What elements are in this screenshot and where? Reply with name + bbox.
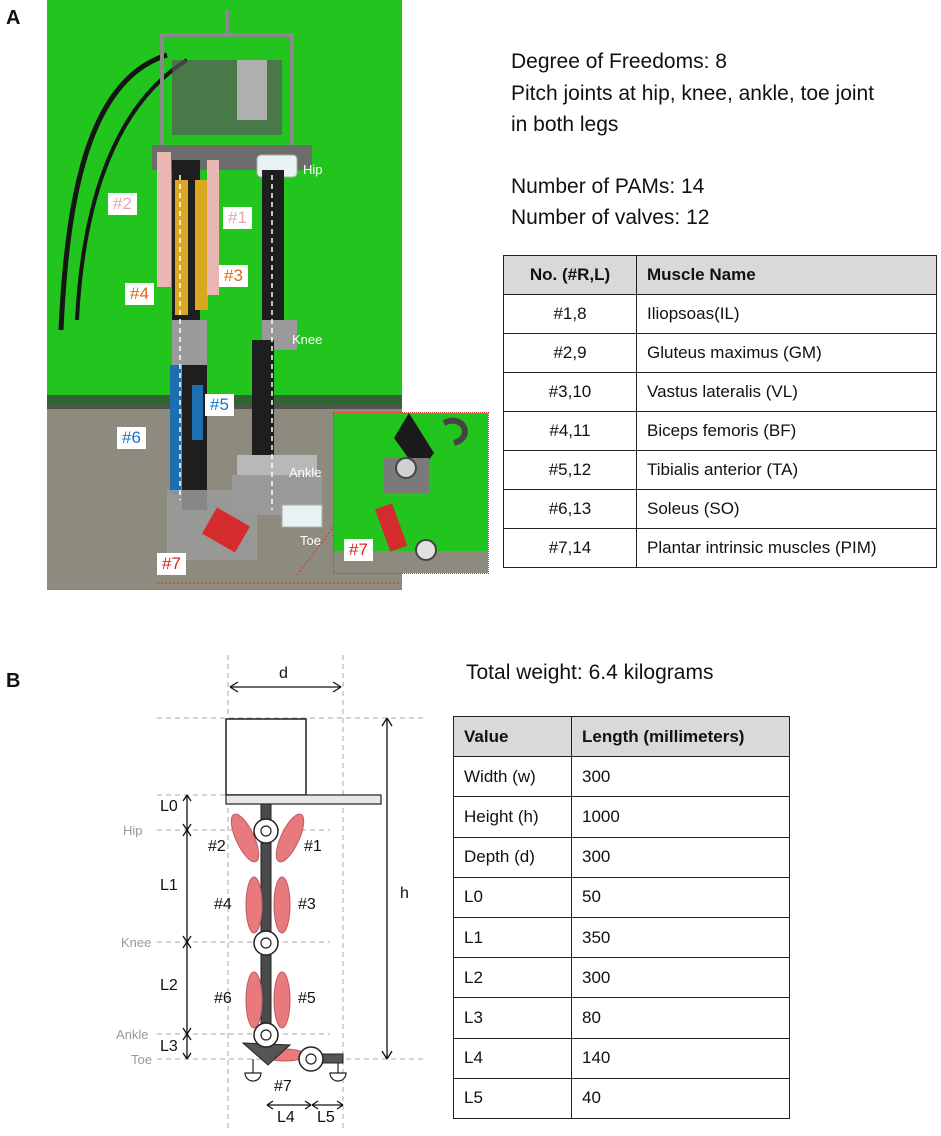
cell-value: Depth (d)	[453, 836, 572, 878]
photo-label-m6: #6	[117, 427, 146, 449]
muscle-label-m5: #5	[298, 990, 316, 1007]
joint-label-hip: Hip	[123, 823, 143, 838]
cell-number: #2,9	[503, 333, 637, 373]
leg-schematic-drawing	[157, 655, 425, 1131]
cell-length: 80	[571, 997, 790, 1039]
cell-muscle: Biceps femoris (BF)	[636, 411, 937, 451]
cell-muscle: Iliopsoas(IL)	[636, 294, 937, 334]
cell-muscle: Soleus (SO)	[636, 489, 937, 529]
cell-value: L3	[453, 997, 572, 1039]
cell-muscle: Vastus lateralis (VL)	[636, 372, 937, 412]
cell-number: #7,14	[503, 528, 637, 568]
cell-length: 40	[571, 1077, 790, 1119]
cell-number: #1,8	[503, 294, 637, 334]
table-header-row: Value Length (millimeters)	[453, 715, 790, 758]
table-row: Height (h)1000	[453, 796, 790, 838]
cell-length: 300	[571, 957, 790, 999]
panel-label-b: B	[6, 670, 21, 692]
muscle-label-m1: #1	[304, 838, 322, 855]
joint-label-ankle: Ankle	[116, 1027, 149, 1042]
photo-label-m5: #5	[205, 394, 234, 416]
photo-label-m7: #7	[157, 553, 186, 575]
cell-muscle: Tibialis anterior (TA)	[636, 450, 937, 490]
total-weight: Total weight: 6.4 kilograms	[466, 661, 714, 684]
cell-value: L0	[453, 876, 572, 918]
cell-length: 300	[571, 756, 790, 798]
header-value: Value	[453, 715, 572, 758]
dim-label-l2: L2	[160, 977, 178, 994]
photo-label-ankle: Ankle	[289, 465, 322, 480]
cell-number: #3,10	[503, 372, 637, 412]
dim-label-l4: L4	[277, 1109, 295, 1126]
photo-label-knee: Knee	[292, 332, 323, 347]
cell-value: L4	[453, 1037, 572, 1079]
spec-pitch-line1: Pitch joints at hip, knee, ankle, toe jo…	[511, 82, 875, 105]
cell-length: 350	[571, 916, 790, 959]
cell-length: 140	[571, 1037, 790, 1079]
photo-label-m2: #2	[108, 193, 137, 215]
spec-pams: Number of PAMs: 14	[511, 175, 705, 198]
muscle-label-m6: #6	[214, 990, 232, 1007]
photo-label-toe: Toe	[300, 533, 321, 548]
inset-photo: #7	[333, 412, 489, 574]
muscle-label-m7: #7	[274, 1078, 292, 1095]
dim-label-l5: L5	[317, 1109, 335, 1126]
cell-muscle: Gluteus maximus (GM)	[636, 333, 937, 373]
cell-length: 300	[571, 836, 790, 878]
photo-label-m3: #3	[219, 265, 248, 287]
joint-label-knee: Knee	[121, 935, 152, 950]
leg-schematic: d h L0 L1 L2 L3 L4 L5 Hip Knee Ankle Toe…	[95, 655, 455, 1131]
dimension-table: Value Length (millimeters) Width (w)300 …	[453, 715, 790, 1119]
dim-label-l0: L0	[160, 798, 178, 815]
cell-muscle: Plantar intrinsic muscles (PIM)	[636, 528, 937, 568]
spec-valves: Number of valves: 12	[511, 206, 710, 229]
header-number: No. (#R,L)	[503, 255, 637, 295]
cell-value: L2	[453, 957, 572, 999]
cell-length: 1000	[571, 796, 790, 838]
cell-length: 50	[571, 876, 790, 918]
inset-photo-illustration	[334, 413, 488, 573]
dim-label-l3: L3	[160, 1038, 178, 1055]
muscle-label-m3: #3	[298, 896, 316, 913]
photo-label-hip: Hip	[303, 162, 323, 177]
joint-label-toe: Toe	[131, 1052, 152, 1067]
cell-value: L1	[453, 916, 572, 959]
cell-value: Width (w)	[453, 756, 572, 798]
photo-label-m1: #1	[223, 207, 252, 229]
cell-number: #6,13	[503, 489, 637, 529]
spec-dof: Degree of Freedoms: 8	[511, 50, 727, 73]
cell-value: Height (h)	[453, 796, 572, 838]
dim-label-d: d	[279, 665, 288, 682]
table-row: Width (w)300	[453, 756, 790, 798]
table-header-row: No. (#R,L) Muscle Name	[503, 255, 937, 295]
cell-value: L5	[453, 1077, 572, 1119]
inset-label-m7: #7	[344, 539, 373, 561]
header-length: Length (millimeters)	[571, 715, 790, 758]
cell-number: #4,11	[503, 411, 637, 451]
photo-label-m4: #4	[125, 283, 154, 305]
spec-pitch-line2: in both legs	[511, 113, 619, 136]
panel-label-a: A	[6, 7, 21, 29]
table-row: Depth (d)300	[453, 836, 790, 878]
cell-number: #5,12	[503, 450, 637, 490]
muscle-label-m2: #2	[208, 838, 226, 855]
dim-label-h: h	[400, 885, 409, 902]
muscle-label-m4: #4	[214, 896, 232, 913]
dim-label-l1: L1	[160, 877, 178, 894]
header-muscle-name: Muscle Name	[636, 255, 937, 295]
